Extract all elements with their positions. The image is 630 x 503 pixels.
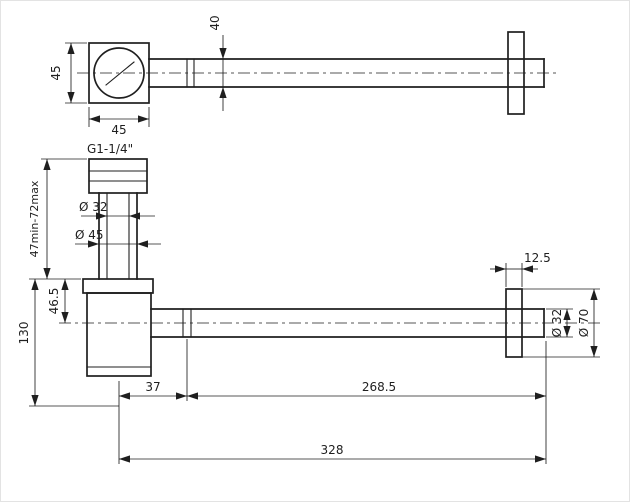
dim-flange-thickness-label: 12.5 xyxy=(524,251,551,265)
slot-line xyxy=(105,61,135,86)
front-view: G1-1/4" Ø 32 Ø 45 47mi xyxy=(17,142,601,464)
dim-tube-od-label: 40 xyxy=(208,15,222,30)
wall-plate-circle xyxy=(93,47,145,99)
dim-plate-width-label: 45 xyxy=(111,123,126,137)
dim-plate-height-label: 45 xyxy=(49,65,63,80)
wall-plate-square xyxy=(88,42,150,104)
top-view-flange xyxy=(507,31,525,115)
dim-overall-height-label: 130 xyxy=(17,322,31,345)
dim-outlet-od-label: Ø 32 xyxy=(550,309,564,338)
body-cap xyxy=(82,278,154,294)
inlet-nut xyxy=(88,158,148,194)
dim-inlet-to-axis-label: 46.5 xyxy=(47,288,61,315)
dim-body-offset-label: 37 xyxy=(145,380,160,394)
top-view: 45 45 40 xyxy=(49,15,557,137)
trap-body xyxy=(86,292,152,377)
dim-overall-length-label: 328 xyxy=(321,443,344,457)
dim-tailpiece-id-label: Ø 32 xyxy=(79,200,108,214)
dim-tailpiece-od-label: Ø 45 xyxy=(75,228,104,242)
dim-flange-od-label: Ø 70 xyxy=(577,309,591,338)
thread-label: G1-1/4" xyxy=(87,142,133,156)
dim-outlet-length-label: 268.5 xyxy=(362,380,396,394)
dim-adjustment-range-label: 47min-72max xyxy=(28,180,41,257)
